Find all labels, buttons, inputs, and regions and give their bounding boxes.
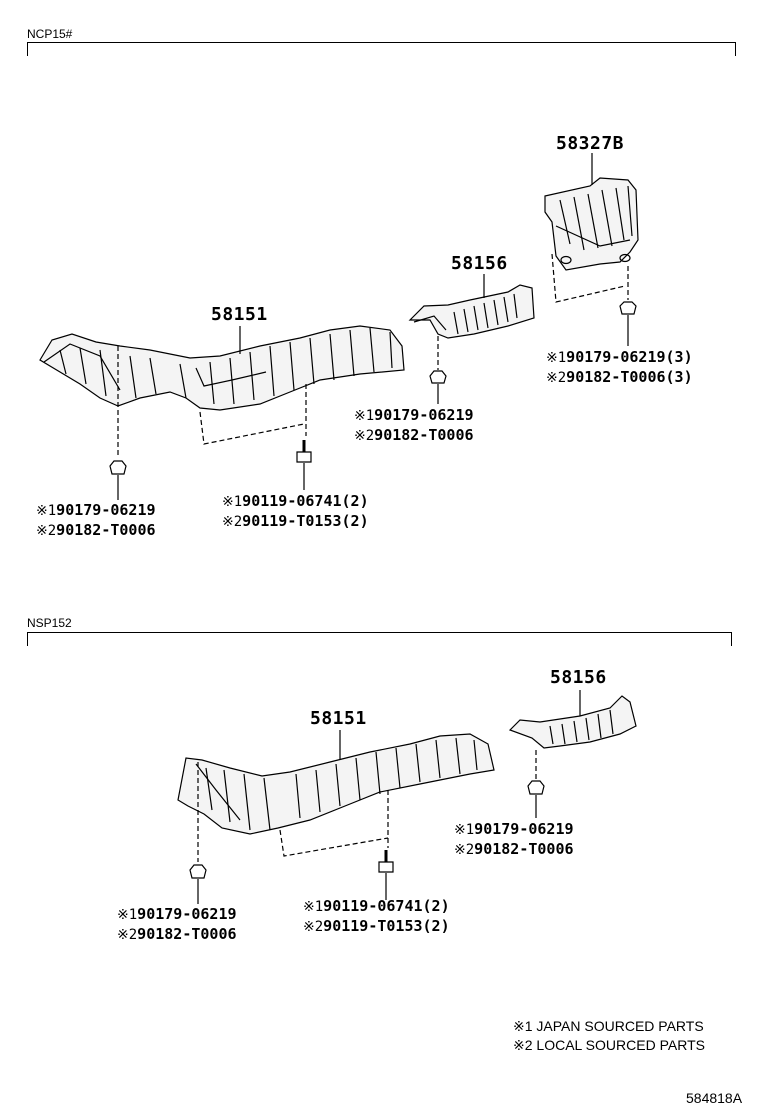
nut-58151-top (109, 460, 127, 500)
marker-1: ※1 (454, 822, 475, 838)
heat-insulator-58156-top (408, 284, 535, 339)
marker-2: ※2 (36, 523, 57, 539)
marker-1: ※1 (36, 503, 57, 519)
marker-1: ※1 (354, 408, 375, 424)
legend-item-japan: ※1 JAPAN SOURCED PARTS (513, 1018, 704, 1034)
part-number-58156-bottom: 58156 (550, 667, 607, 688)
fastener-line1: 90179-06219 (474, 820, 574, 838)
section-divider-bottom-right (731, 632, 732, 646)
fastener-callout-58151-nut-bottom: ※190179-06219 ※290182-T0006 (117, 905, 237, 945)
fastener-line2: 90182-T0006(3) (566, 368, 693, 386)
section-divider-top (27, 42, 736, 43)
part-number-58156-top: 58156 (451, 253, 508, 274)
bolt-58151-top (296, 440, 312, 490)
fastener-line1: 90179-06219(3) (566, 348, 693, 366)
section-label-ncp15: NCP15# (27, 27, 73, 41)
fastener-line2: 90182-T0006 (137, 925, 237, 943)
part-number-58151-top: 58151 (211, 304, 268, 325)
fastener-callout-58156-top: ※190179-06219 ※290182-T0006 (354, 406, 474, 446)
marker-2: ※2 (117, 927, 138, 943)
dashed-58327b (551, 253, 626, 303)
marker-1: ※1 (117, 907, 138, 923)
fastener-line1: 90179-06219 (374, 406, 474, 424)
section-divider-bottom (27, 632, 732, 633)
dashed-58151-top (199, 411, 305, 445)
heat-insulator-58151-top (39, 325, 405, 411)
legend: ※1 JAPAN SOURCED PARTS ※2 LOCAL SOURCED … (513, 1017, 705, 1055)
fastener-line2: 90182-T0006 (474, 840, 574, 858)
section-divider-top-left (27, 42, 28, 56)
section-divider-top-right (735, 42, 736, 56)
fastener-line2: 90119-T0153(2) (242, 512, 369, 530)
heat-insulator-58327b (544, 177, 639, 271)
fastener-callout-58327b: ※190179-06219(3) ※290182-T0006(3) (546, 348, 693, 388)
marker-1: ※1 (546, 350, 567, 366)
fastener-line2: 90182-T0006 (374, 426, 474, 444)
marker-1: ※1 (222, 494, 243, 510)
heat-insulator-58151-bottom (177, 733, 495, 835)
fastener-callout-58151-bolt-bottom: ※190119-06741(2) ※290119-T0153(2) (303, 897, 450, 937)
fastener-line1: 90119-06741(2) (323, 897, 450, 915)
part-number-58151-bottom: 58151 (310, 708, 367, 729)
fastener-line1: 90179-06219 (56, 501, 156, 519)
fastener-callout-58156-bottom: ※190179-06219 ※290182-T0006 (454, 820, 574, 860)
marker-2: ※2 (303, 919, 324, 935)
nut-58327b (619, 301, 637, 346)
fastener-callout-58151-nut-top: ※190179-06219 ※290182-T0006 (36, 501, 156, 541)
marker-2: ※2 (354, 428, 375, 444)
marker-2: ※2 (222, 514, 243, 530)
bolt-58151-bottom (378, 850, 394, 900)
heat-insulator-58156-bottom (508, 695, 637, 749)
fastener-line2: 90182-T0006 (56, 521, 156, 539)
section-divider-bottom-left (27, 632, 28, 646)
fastener-line1: 90179-06219 (137, 905, 237, 923)
nut-58156-top (429, 370, 447, 404)
marker-2: ※2 (546, 370, 567, 386)
nut-58151-bottom (189, 864, 207, 904)
marker-2: ※2 (454, 842, 475, 858)
part-number-58327b: 58327B (556, 133, 625, 154)
fastener-callout-58151-bolt-top: ※190119-06741(2) ※290119-T0153(2) (222, 492, 369, 532)
nut-58156-bottom (527, 780, 545, 818)
dashed-58151-bottom (279, 829, 389, 857)
legend-item-local: ※2 LOCAL SOURCED PARTS (513, 1037, 705, 1053)
section-label-nsp152: NSP152 (27, 616, 72, 630)
marker-1: ※1 (303, 899, 324, 915)
fastener-line1: 90119-06741(2) (242, 492, 369, 510)
fastener-line2: 90119-T0153(2) (323, 917, 450, 935)
diagram-code: 584818A (686, 1090, 743, 1106)
